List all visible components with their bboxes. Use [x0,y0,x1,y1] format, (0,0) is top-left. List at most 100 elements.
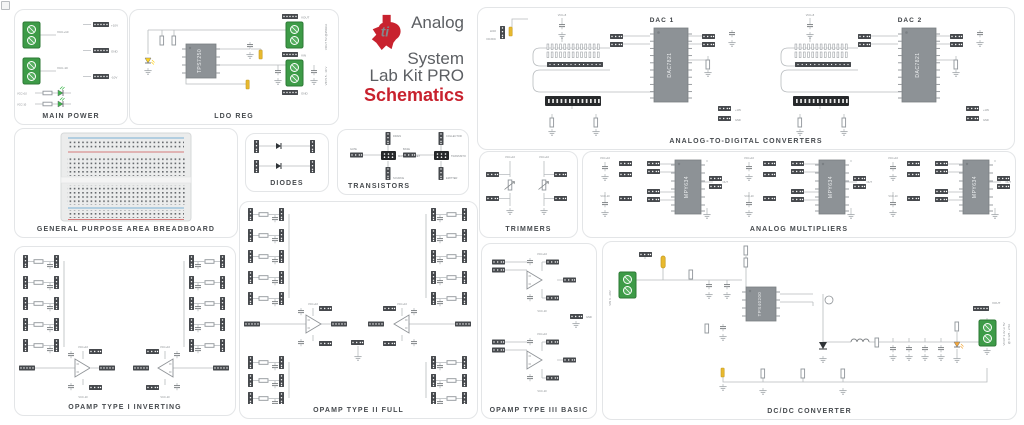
capacitor [889,344,897,353]
header-label: VIN [301,54,306,58]
opamp [74,358,91,378]
net-label: VCC-10 [537,389,547,393]
opamp-cell [492,338,576,381]
pass-transistor [824,295,834,305]
ground [273,77,283,85]
power-terminal-block [22,21,41,49]
resistor [840,368,846,379]
resistor [42,101,53,107]
net-label: VCC+10 [600,156,610,160]
header-label: GND [111,50,119,54]
power-header [93,22,109,27]
hole-grid [67,185,185,205]
net-label: VCC-10 [17,103,27,107]
panel-title: MAIN POWER [42,113,100,120]
wires [35,261,213,385]
gnd-header [570,314,583,319]
panel-title: DIODES [270,180,304,187]
src-label-ldo: LDO [490,29,497,33]
net-label: VCC-10 [78,395,88,399]
ground [571,320,581,328]
rc-row [248,229,284,243]
capacitor [705,281,713,290]
input-header [244,321,260,327]
resistor [760,368,766,379]
net-label: VCC+10 [537,332,547,336]
dac2-circuit [781,18,984,135]
net-label: VCC+10 [537,252,547,256]
opamp [393,314,410,334]
net-label: VCC-10 [888,194,898,198]
wires [511,18,528,27]
header [319,341,332,346]
diodes-schematic [254,140,315,173]
panel-title: OPAMP TYPE II FULL [313,407,404,414]
header-label: OUT [867,180,873,184]
header [438,167,444,180]
wires [259,145,310,167]
header [486,172,499,177]
dac1-circuit [533,18,736,135]
panel-adc: DAC 1 DAC 2 DAC7821 DAC7821 LDO DC/DC VC… [477,7,1015,150]
net-label: VCC+10 [397,302,407,306]
multiplier-ic-label: MPY634 [828,176,834,198]
panel-title: ANALOG-TO-DIGITAL CONVERTERS [669,138,823,145]
panel-opamp3: VCC+10 VCC-10 VCC+10 VCC-10 GND OPAMP TY… [481,243,597,419]
ground [936,353,946,361]
source-select-header [500,26,505,39]
ti-logo-text: ti [381,25,389,40]
rc-row [23,276,59,290]
jumper [508,26,513,37]
multiplier-ic-label: MPY634 [972,176,978,198]
pin-label: GATE [350,147,357,151]
input-header [213,365,229,371]
ground [758,387,768,395]
header [319,306,332,311]
brand-line-3: Lab Kit PRO [369,66,465,86]
input-terminal-block [618,271,637,299]
header-label: VOUT [992,301,1001,305]
header [554,196,567,201]
header [385,132,391,145]
net-label: VCC+5 [806,13,815,17]
resistor [800,368,806,379]
rc-row [23,255,59,269]
jumper [720,367,725,378]
multiplier-circuit [745,160,866,218]
panel-breadboard: GENERAL PURPOSE AREA BREADBOARD [14,128,238,238]
capacitor [67,350,75,359]
net-label: VCC+10 [888,156,898,160]
capacitor [297,338,305,347]
diode [275,162,282,170]
adc-schematic: DAC 1 DAC 2 DAC7821 DAC7821 LDO DC/DC VC… [487,13,989,136]
panel-title: GENERAL PURPOSE AREA BREADBOARD [36,226,216,233]
breadboard-graphic [60,132,192,222]
capacitor [67,382,75,391]
net-label: VCC-10 [537,309,547,313]
rc-rows-mirrored [431,208,467,306]
jumper [258,49,263,60]
vout-rating-label: VOUT 3.3V or 5V [1002,322,1006,345]
dac2-ic-label: DAC7821 [915,52,921,77]
center-channel [60,176,192,184]
ground [505,207,515,215]
output-header [99,365,115,371]
gnd-header [351,340,364,345]
rc-row [248,250,284,264]
resistor [743,257,749,268]
logo-row: ti Analog [370,14,464,50]
panel-opamp2: VCC+10 VCC+10 OPAMP TYPE II FULL [239,201,478,419]
panel-dcdc: VIN 6 - 20V TPS40200 [602,241,1017,420]
capacitor [719,323,727,332]
capacitor [173,350,181,359]
capacitor [310,67,318,76]
header-label: OUT [723,180,729,184]
net-label: VCC+10 [539,155,549,159]
dcdc-schematic: VIN 6 - 20V TPS40200 [608,245,1011,395]
corner-artifact [1,1,10,10]
ground [143,67,153,75]
rc-row [248,271,284,285]
brand-line-4: Schematics [363,84,464,105]
net-label: VCC+10 [308,302,318,306]
header-label: GND [301,92,309,96]
